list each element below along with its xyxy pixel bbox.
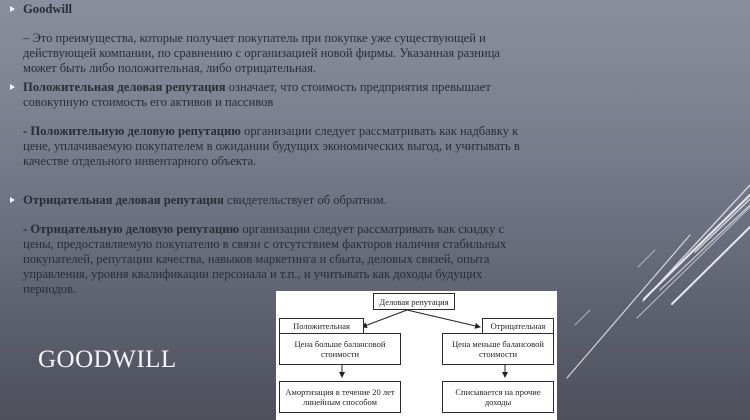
diagram-negative-condition-box: Цена меньше балансовой стоимости: [442, 333, 554, 365]
heading-bold: Отрицательная деловая репутация: [23, 193, 224, 207]
bullet-paragraph: - Положительную деловую репутацию органи…: [23, 124, 528, 169]
paragraph-text: организации следует рассматривать как ск…: [23, 222, 507, 296]
diagram-positive-label-box: Положительная: [279, 318, 364, 334]
negative-condition: Цена меньше балансовой стоимости: [452, 339, 544, 359]
triangle-right-icon: [10, 6, 15, 12]
diagram-root-label: Деловая репутация: [379, 296, 449, 307]
heading-text: означает, что стоимость предприятия прев…: [23, 80, 491, 109]
paragraph-bold: - Положительную деловую репутацию: [23, 124, 241, 138]
diagram-positive-result-box: Амортизация в течение 20 лет линейным сп…: [279, 381, 401, 413]
positive-label: Положительная: [293, 321, 350, 331]
bullet-paragraph: - Отрицательную деловую репутацию органи…: [23, 222, 528, 297]
bullet-positive-goodwill: Положительная деловая репутация означает…: [8, 80, 528, 169]
diagram-negative-result-box: Списывается на прочие доходы: [442, 381, 554, 413]
paragraph-text: организации следует рассматривать как на…: [23, 124, 520, 168]
diagram-root-box: Деловая репутация: [373, 293, 455, 310]
positive-result: Амортизация в течение 20 лет линейным сп…: [285, 387, 395, 407]
heading-text: свидетельствует об обратном.: [223, 193, 387, 207]
negative-result: Списывается на прочие доходы: [455, 387, 541, 407]
bullet-heading: Goodwill: [23, 2, 72, 16]
slide-body: Goodwill – Это преимущества, которые пол…: [8, 2, 528, 297]
diagram-negative-label-box: Отрицательная: [482, 318, 554, 334]
heading-bold: Положительная деловая репутация: [23, 80, 226, 94]
diagram-positive-condition-box: Цена больше балансовой стоимости: [279, 333, 401, 365]
slide-title: GOODWILL: [38, 346, 177, 373]
bullet-negative-goodwill: Отрицательная деловая репутация свидетел…: [8, 193, 528, 297]
goodwill-diagram: Деловая репутация Положительная Цена бол…: [276, 291, 557, 420]
bullet-heading: Отрицательная деловая репутация свидетел…: [23, 193, 528, 208]
triangle-right-icon: [10, 197, 15, 203]
triangle-right-icon: [10, 84, 15, 90]
bullet-goodwill: Goodwill – Это преимущества, которые пол…: [8, 2, 528, 76]
positive-condition: Цена больше балансовой стоимости: [294, 339, 386, 359]
negative-label: Отрицательная: [490, 321, 546, 331]
bullet-paragraph: – Это преимущества, которые получает пок…: [23, 31, 528, 76]
paragraph-text: – Это преимущества, которые получает пок…: [23, 31, 501, 75]
paragraph-bold: - Отрицательную деловую репутацию: [23, 222, 240, 236]
bullet-heading: Положительная деловая репутация означает…: [23, 80, 528, 110]
